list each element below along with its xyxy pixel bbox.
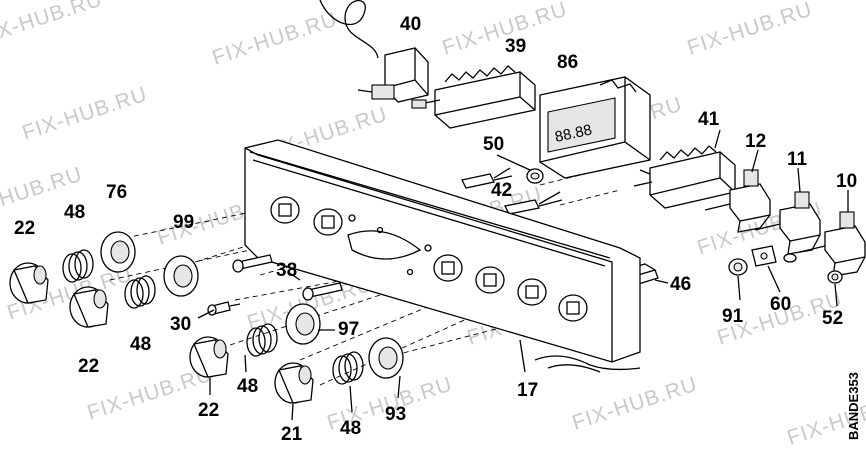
knob-22-bottom: [189, 336, 229, 378]
callout-42: 42: [491, 180, 512, 201]
callout-99: 99: [173, 212, 194, 233]
callout-91: 91: [722, 306, 744, 327]
knob-21: [274, 362, 314, 404]
bezel-93: [368, 337, 404, 379]
spring-48-a: [62, 249, 94, 283]
spring-48-b: [124, 275, 156, 309]
callout-48-d: 48: [340, 418, 361, 439]
callout-93: 93: [385, 404, 406, 425]
bezel-97: [285, 303, 321, 345]
callout-48-a: 48: [64, 202, 85, 223]
callout-38: 38: [276, 260, 297, 281]
brand-signature: [534, 355, 641, 373]
spring-48-d: [332, 351, 364, 385]
screws-38: [232, 254, 343, 301]
callout-22-b: 22: [78, 356, 99, 377]
panel-holes: [270, 196, 588, 322]
selector-switch-39: [411, 65, 536, 129]
callout-22-c: 22: [198, 400, 219, 421]
watermark-text: FIX-HUB.RU: [19, 83, 150, 145]
callout-76: 76: [106, 182, 127, 203]
callout-48-c: 48: [237, 376, 258, 397]
callout-12: 12: [745, 131, 766, 152]
callout-39: 39: [505, 36, 526, 57]
gas-tap-12: [704, 169, 771, 233]
callout-11: 11: [787, 149, 808, 170]
callout-46: 46: [670, 274, 691, 295]
callout-labels: 40 39 86 50 42 41 12 11 10 76 48 22 99 3…: [14, 14, 857, 445]
lamp-30: [207, 301, 241, 316]
bezel-76: [100, 231, 136, 273]
indicator-lamps-42: [461, 167, 563, 215]
drawing-code: BANDE353: [846, 372, 861, 440]
watermark-text: FIX-HUB.RU: [684, 0, 815, 60]
callout-30: 30: [170, 314, 191, 335]
watermark-text: FIX-HUB.RU: [209, 8, 340, 70]
bracket-60: [751, 245, 797, 267]
callout-60: 60: [770, 294, 791, 315]
callout-22-a: 22: [14, 218, 35, 239]
watermark-text: FIX-HUB.RU: [569, 373, 700, 435]
programmer-display-86: 88.88: [539, 76, 661, 179]
switch-part-50: [526, 168, 544, 184]
control-panel-17: [244, 139, 641, 373]
callout-97: 97: [338, 319, 359, 340]
knob-22-middle: [69, 286, 109, 328]
callout-48-b: 48: [130, 334, 151, 355]
callout-40: 40: [400, 14, 421, 35]
thermostat-40: [319, 0, 429, 103]
bush-91: [728, 258, 748, 276]
gas-tap-10: [799, 211, 866, 277]
bezel-99: [163, 255, 199, 297]
leader-lines: [197, 129, 849, 421]
knob-22-top: [9, 262, 49, 304]
callout-21: 21: [281, 424, 303, 445]
bush-52: [827, 270, 843, 284]
callout-17: 17: [517, 380, 538, 401]
callout-86: 86: [557, 52, 578, 73]
watermark-text: FIX-HUB.RU: [0, 0, 105, 50]
spring-48-c: [246, 323, 278, 357]
callout-41: 41: [698, 109, 720, 130]
selector-switch-41: [633, 145, 736, 209]
callout-10: 10: [836, 171, 857, 192]
callout-50: 50: [483, 134, 504, 155]
callout-52: 52: [822, 308, 843, 329]
